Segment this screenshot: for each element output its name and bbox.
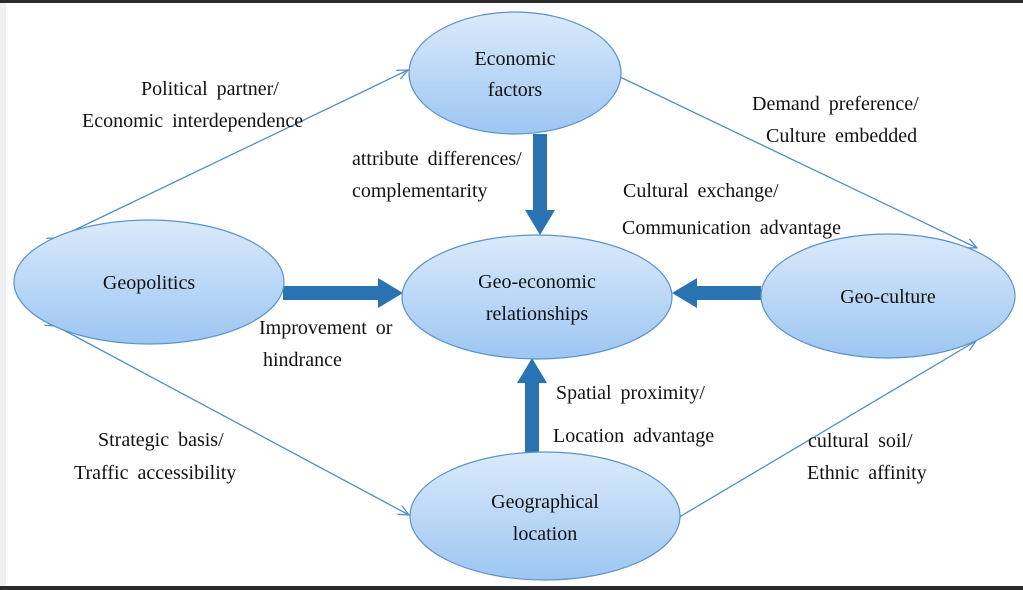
edge-label: Improvement or: [259, 317, 393, 339]
left-border: [0, 3, 6, 586]
label-demand-preference: Demand preference/ Culture embedded: [752, 93, 919, 147]
node-label: factors: [488, 79, 543, 101]
top-border: [0, 0, 1023, 3]
edge-label: Location advantage: [553, 425, 714, 447]
label-improvement-hindrance: Improvement or hindrance: [259, 317, 393, 371]
edge-label: Political partner/: [141, 78, 279, 100]
label-attribute-differences: attribute differences/ complementarity: [352, 148, 522, 202]
node-geopolitics: Geopolitics: [13, 219, 285, 345]
edge-label: Cultural exchange/: [623, 180, 779, 202]
label-strategic-basis: Strategic basis/ Traffic accessibility: [74, 429, 236, 484]
node-label: location: [513, 523, 577, 545]
edge-label: attribute differences/: [352, 148, 522, 170]
label-political-partner: Political partner/ Economic interdepende…: [82, 78, 303, 132]
bottom-border: [0, 586, 1023, 590]
label-spatial-proximity: Spatial proximity/ Location advantage: [553, 382, 714, 447]
connector-geopolitics-location: [56, 326, 409, 515]
edge-label: Demand preference/: [752, 93, 919, 115]
arrow-location-to-center: [517, 358, 547, 454]
label-cultural-exchange: Cultural exchange/ Communication advanta…: [622, 180, 841, 239]
connector-location-culture: [681, 341, 976, 516]
node-label: Geographical: [491, 491, 599, 513]
node-geo-economic-relationships: Geo-economic relationships: [401, 234, 673, 360]
node-economic-factors: Economic factors: [408, 11, 622, 135]
connector-economic-culture: [618, 76, 977, 248]
node-label: relationships: [486, 303, 588, 325]
node-label: Geopolitics: [103, 272, 195, 294]
node-geo-culture: Geo-culture: [760, 233, 1016, 359]
edge-label: complementarity: [352, 180, 488, 202]
arrow-geopolitics-to-center: [283, 278, 403, 308]
edge-label: Culture embedded: [766, 125, 917, 147]
edge-label: cultural soil/: [808, 430, 913, 452]
node-label: Economic: [474, 48, 555, 70]
edge-label: Strategic basis/: [98, 429, 224, 451]
arrow-culture-to-center: [672, 278, 761, 308]
edge-label: Communication advantage: [622, 217, 841, 239]
connector-geopolitics-economic: [58, 70, 408, 238]
node-geographical-location: Geographical location: [409, 451, 681, 581]
arrow-economic-to-center: [525, 134, 555, 235]
edge-label: Economic interdependence: [82, 110, 303, 132]
node-label: Geo-culture: [840, 286, 936, 308]
label-cultural-soil: cultural soil/ Ethnic affinity: [807, 430, 927, 484]
edge-label: Traffic accessibility: [74, 462, 236, 484]
edge-label: hindrance: [263, 349, 342, 371]
node-label: Geo-economic: [478, 271, 596, 293]
edge-label: Ethnic affinity: [807, 462, 927, 484]
edge-label: Spatial proximity/: [556, 382, 705, 404]
